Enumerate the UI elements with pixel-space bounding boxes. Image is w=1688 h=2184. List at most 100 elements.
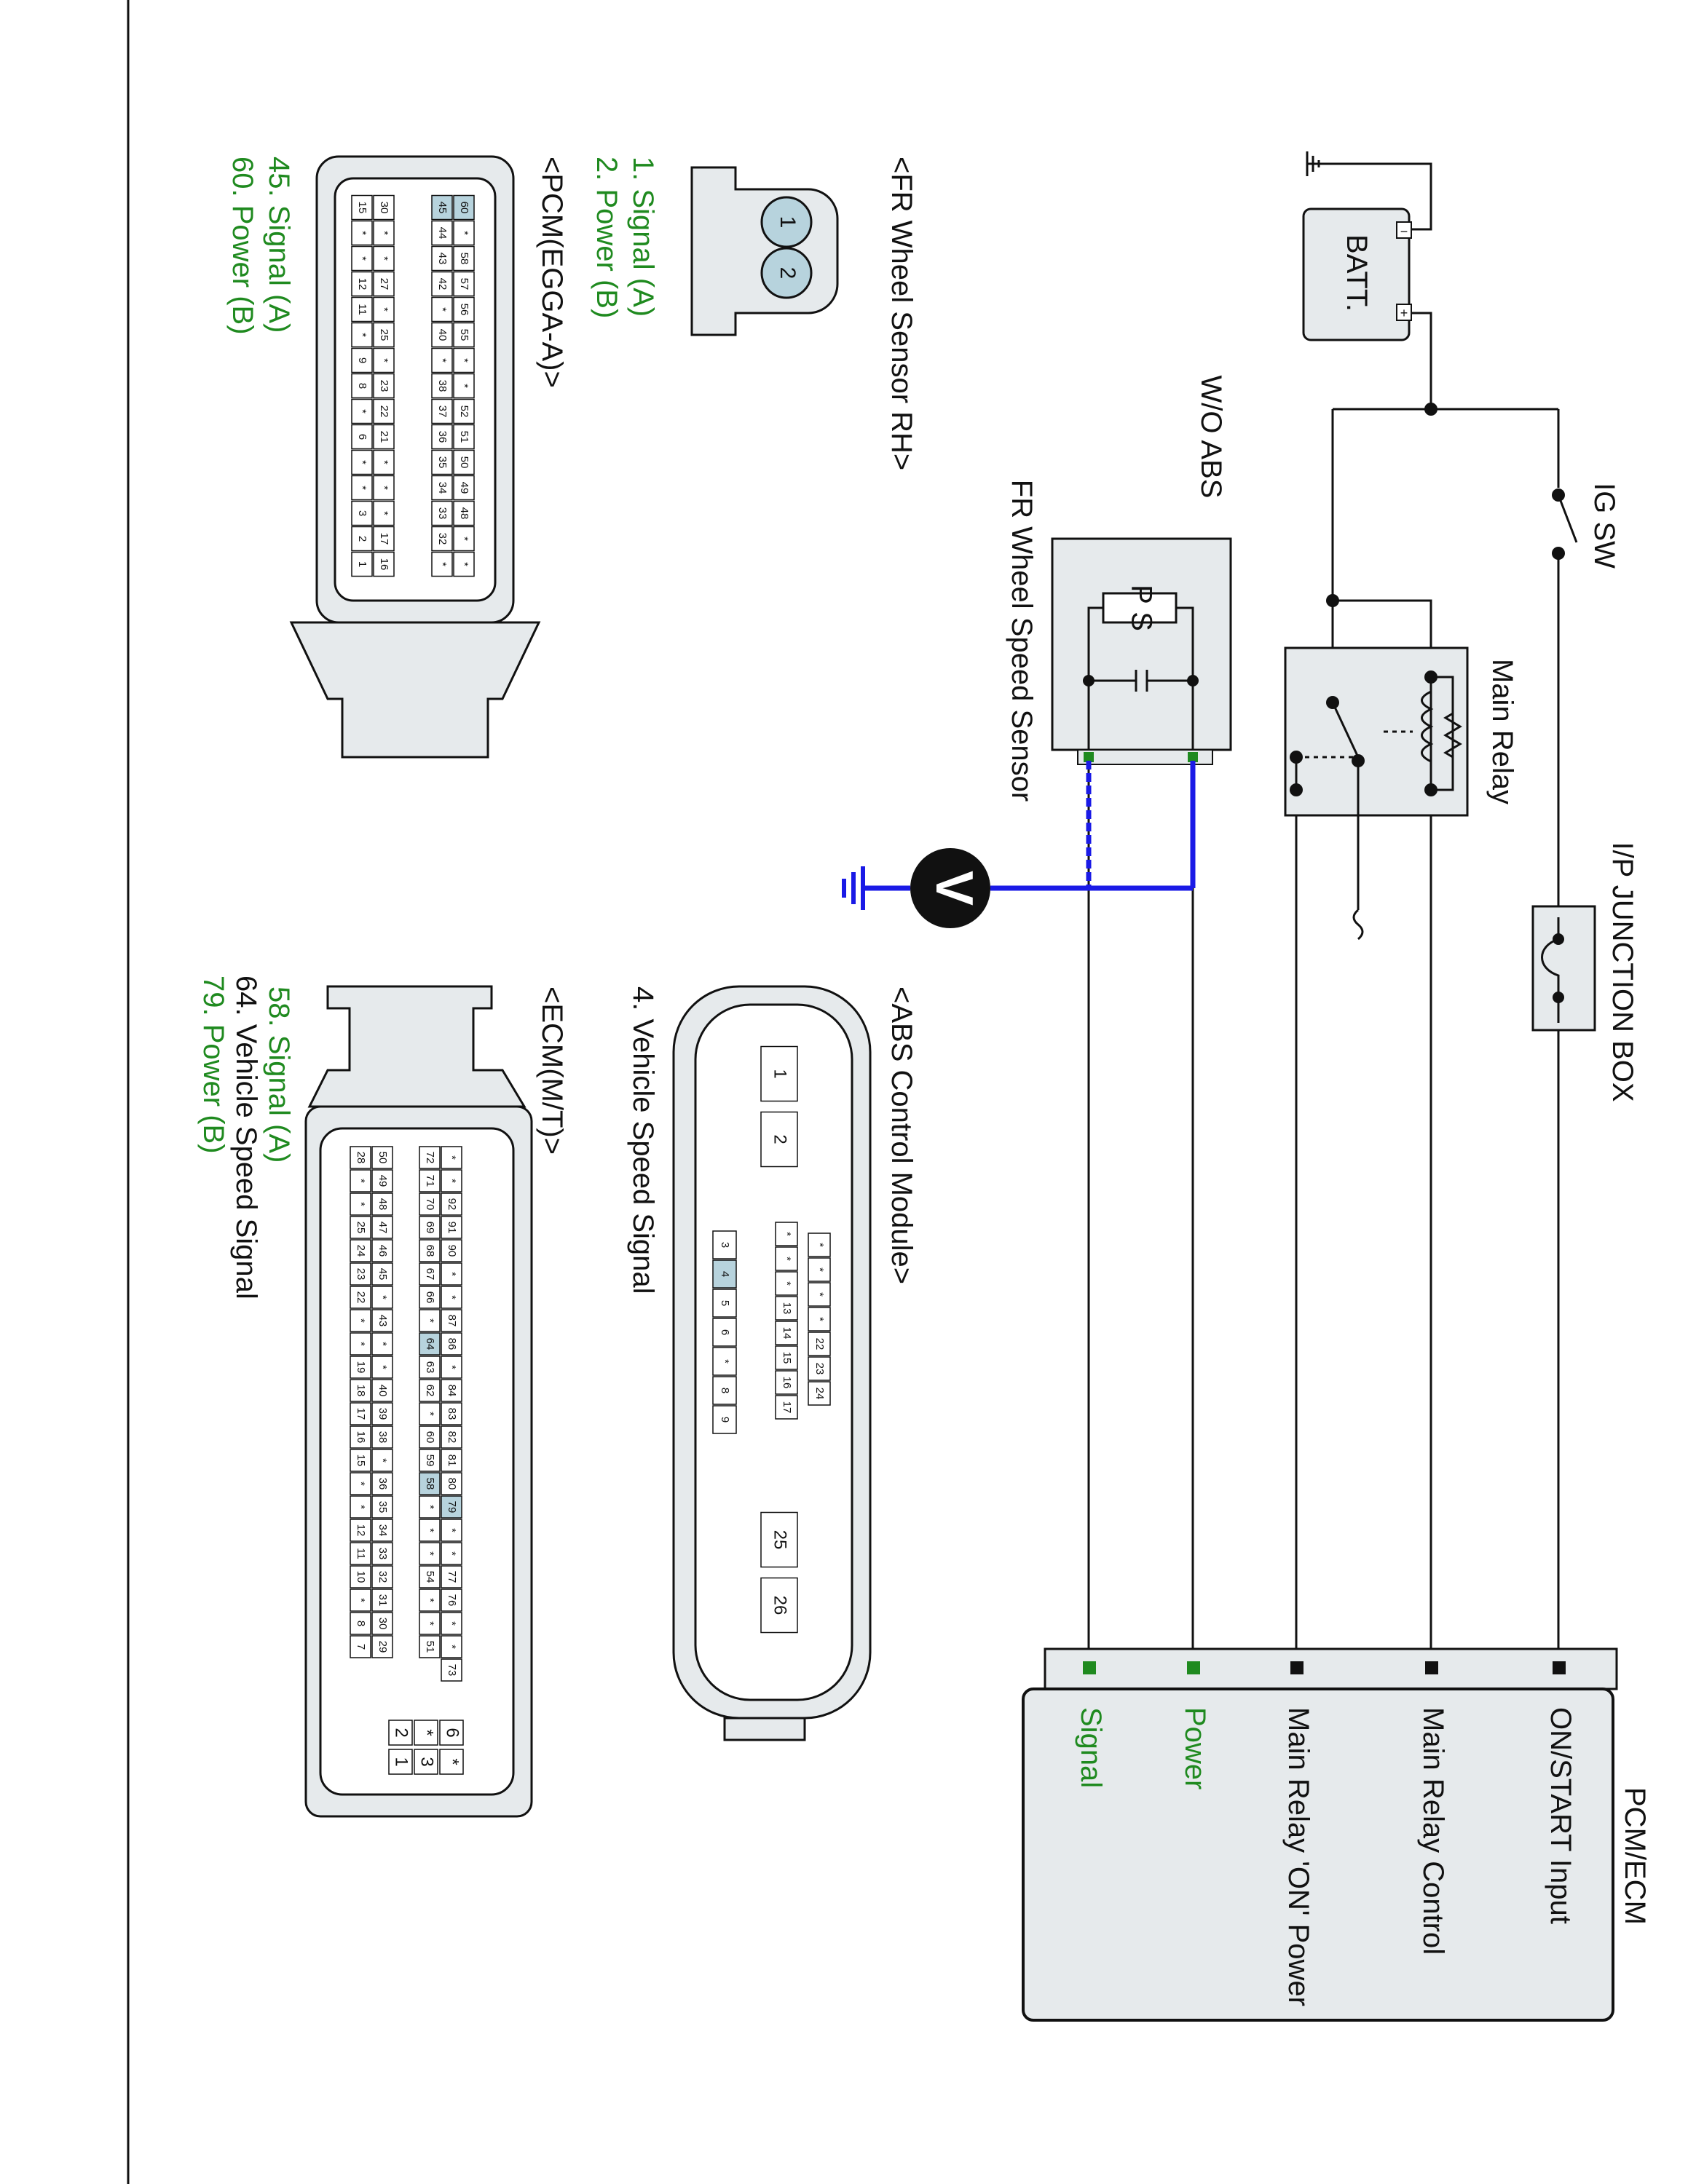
pin-label: 42: [436, 278, 449, 290]
pin-label: 15: [781, 1352, 793, 1364]
pin-label: *: [458, 231, 470, 235]
pin-label: 90: [446, 1245, 458, 1257]
pin-label: 72: [424, 1152, 436, 1164]
pin-cell: [712, 1230, 737, 1259]
pin-label: *: [376, 1365, 389, 1369]
ecm-legend-line: 79. Power (B): [197, 976, 229, 1154]
pcm-ecm-module: PCM/ECM ON/START Input Main Relay Contro…: [1022, 1647, 1651, 2022]
pin-label: 25: [770, 1530, 790, 1550]
pin-label: *: [356, 486, 368, 490]
pin-label: *: [781, 1257, 793, 1261]
pin-cell: [419, 1495, 441, 1519]
pin-label: *: [376, 1458, 389, 1463]
pin-cell: [431, 449, 453, 475]
pin-label: 80: [446, 1478, 458, 1490]
pin-cell: [371, 1425, 393, 1449]
pin-label: 34: [376, 1524, 389, 1537]
pin-cell: [453, 526, 475, 552]
pin-label: 36: [376, 1478, 389, 1490]
pin-label: 83: [446, 1408, 458, 1420]
junction-box: I/P JUNCTION BOX: [1531, 842, 1638, 1102]
pin-label: 27: [378, 278, 390, 290]
pin-label: 52: [458, 405, 470, 418]
pin-cell: [808, 1307, 831, 1332]
pin-label: 2: [392, 1728, 411, 1737]
pin-label: 39: [376, 1408, 389, 1420]
pin-label: 17: [378, 533, 390, 545]
pin-label: 3: [719, 1242, 731, 1248]
pin-cell: [441, 1519, 462, 1542]
sensor-pin-label: 1: [776, 216, 800, 229]
pin-label: 22: [378, 405, 390, 418]
pin-label: 14: [781, 1327, 793, 1340]
pin-cell: [419, 1192, 441, 1216]
pin-label: 69: [424, 1222, 436, 1234]
pin-cell: [373, 500, 395, 526]
pin-cell: [775, 1246, 798, 1271]
pin-cell: [419, 1472, 441, 1495]
pin-label: 2: [770, 1134, 790, 1144]
pin-label: *: [813, 1317, 826, 1321]
ig-switch: IG SW: [1557, 483, 1620, 569]
pin-cell: [808, 1282, 831, 1307]
pin-label: 34: [436, 482, 449, 494]
pin-cell: [350, 1216, 371, 1239]
pcm-egga-connector: <PCM(EGGA-A)> 60*58575655**5251504948**4…: [226, 155, 568, 759]
pin-cell: [351, 194, 373, 221]
pin-label: 30: [378, 202, 390, 214]
pin-label: *: [458, 537, 470, 541]
pin-label: *: [376, 1342, 389, 1346]
pin-cell: [808, 1257, 831, 1282]
pin-cell: [419, 1542, 441, 1565]
pin-cell: [431, 322, 453, 348]
pin-cell: [419, 1146, 441, 1169]
pin-label: *: [458, 562, 470, 566]
pin-cell: [453, 373, 475, 399]
pin-cell: [441, 1425, 462, 1449]
pin-cell: [441, 1495, 462, 1519]
pin-label: *: [378, 511, 390, 515]
pin-cell: [350, 1565, 371, 1588]
pin-label: *: [355, 1505, 367, 1509]
pin-label: 22: [355, 1291, 367, 1304]
pin-cell: [371, 1146, 393, 1169]
pin-label: 57: [458, 278, 470, 290]
pcm-egga-legend-line: 45. Signal (A): [263, 157, 295, 333]
pin-label: *: [424, 1318, 436, 1323]
pin-label: 33: [376, 1548, 389, 1560]
pin-label: *: [446, 1365, 458, 1369]
pin-cell: [441, 1542, 462, 1565]
pin-cell: [453, 424, 475, 450]
pin-cell: [419, 1612, 441, 1635]
pin-label: 56: [458, 304, 470, 316]
pin-label: 17: [781, 1401, 793, 1414]
pin-label: 26: [770, 1596, 790, 1615]
pin-cell: [419, 1565, 441, 1588]
pin-cell: [371, 1192, 393, 1216]
pin-label: *: [355, 1481, 367, 1486]
pin-cell: [441, 1635, 462, 1658]
pin-label: 15: [355, 1455, 367, 1467]
pin-cell: [441, 1612, 462, 1635]
battery: − + BATT.: [1302, 207, 1412, 341]
pin-label: 38: [436, 380, 449, 392]
pin-cell: [350, 1262, 371, 1286]
voltmeter-probe: V: [842, 761, 1196, 928]
pin-cell: [350, 1146, 371, 1169]
pin-cell: [431, 526, 453, 552]
pin-label: 76: [446, 1594, 458, 1607]
pcm-terminal-label: Main Relay Control: [1417, 1707, 1449, 1955]
pin-cell: [441, 1309, 462, 1332]
pcm-egga-legend-line: 60. Power (B): [226, 157, 259, 335]
probe-ground-icon: [842, 866, 865, 910]
ecm-mt-pin-grid: **929190**8786*848382818079**7776**73727…: [350, 1146, 464, 1775]
pin-label: 60: [458, 202, 470, 214]
pin-label: 13: [781, 1302, 793, 1315]
pin-cell: [441, 1565, 462, 1588]
pin-cell: [431, 475, 453, 501]
abs-legend-line: 4. Vehicle Speed Signal: [627, 986, 659, 1294]
pcm-egga-title: <PCM(EGGA-A)>: [536, 157, 568, 388]
pin-cell: [419, 1332, 441, 1356]
pin-label: *: [356, 409, 368, 414]
junction-box-label: I/P JUNCTION BOX: [1606, 842, 1638, 1101]
